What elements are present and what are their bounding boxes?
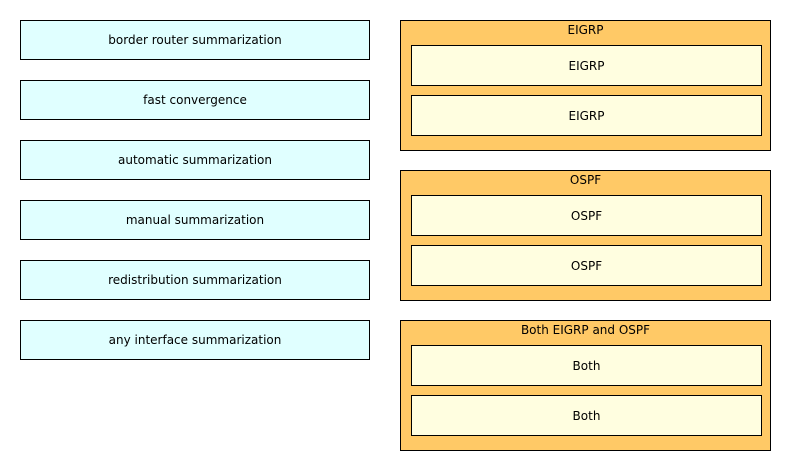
source-item-any-interface-summarization[interactable]: any interface summarization — [20, 320, 370, 360]
slot-label: OSPF — [570, 208, 603, 223]
drop-slot[interactable]: Both — [411, 395, 762, 436]
slot-label: OSPF — [570, 258, 603, 273]
target-group-eigrp: EIGRP EIGRP EIGRP — [400, 20, 771, 151]
target-group-ospf: OSPF OSPF OSPF — [400, 170, 771, 301]
source-item-manual-summarization[interactable]: manual summarization — [20, 200, 370, 240]
source-item-border-router-summarization[interactable]: border router summarization — [20, 20, 370, 60]
drop-slot[interactable]: Both — [411, 345, 762, 386]
target-group-both: Both EIGRP and OSPF Both Both — [400, 320, 771, 451]
drop-slot[interactable]: OSPF — [411, 195, 762, 236]
source-item-label: redistribution summarization — [108, 273, 282, 287]
group-title: OSPF — [569, 173, 602, 187]
source-item-fast-convergence[interactable]: fast convergence — [20, 80, 370, 120]
group-title: Both EIGRP and OSPF — [520, 323, 651, 337]
source-item-automatic-summarization[interactable]: automatic summarization — [20, 140, 370, 180]
source-item-label: automatic summarization — [118, 153, 272, 167]
source-item-label: any interface summarization — [108, 333, 282, 347]
source-item-label: manual summarization — [125, 213, 265, 227]
slot-label: EIGRP — [568, 108, 605, 123]
drop-slot[interactable]: EIGRP — [411, 45, 762, 86]
drop-slot[interactable]: OSPF — [411, 245, 762, 286]
slot-label: EIGRP — [568, 58, 605, 73]
drop-slot[interactable]: EIGRP — [411, 95, 762, 136]
slot-label: Both — [572, 408, 601, 423]
slot-label: Both — [572, 358, 601, 373]
source-item-redistribution-summarization[interactable]: redistribution summarization — [20, 260, 370, 300]
source-item-label: fast convergence — [143, 93, 247, 107]
group-title: EIGRP — [567, 23, 604, 37]
source-item-label: border router summarization — [108, 33, 282, 47]
